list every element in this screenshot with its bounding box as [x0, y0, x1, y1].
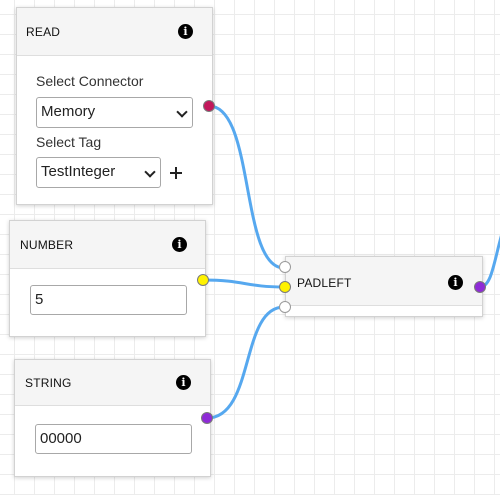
- string-node[interactable]: STRING i 00000: [14, 359, 211, 477]
- padleft-output-port[interactable]: [474, 281, 486, 293]
- number-input[interactable]: 5: [30, 285, 187, 315]
- wire-read-to-padleft[interactable]: [207, 104, 286, 270]
- wire-string-to-padleft[interactable]: [205, 305, 286, 420]
- connector-select[interactable]: Memory: [36, 97, 193, 128]
- select-tag-label: Select Tag: [36, 134, 102, 150]
- info-icon[interactable]: i: [172, 237, 187, 252]
- number-node-header[interactable]: NUMBER i: [10, 221, 205, 269]
- node-title: NUMBER: [20, 238, 74, 252]
- chevron-down-icon: [144, 166, 156, 178]
- read-node-header[interactable]: READ i: [17, 8, 212, 56]
- select-connector-label: Select Connector: [36, 73, 144, 89]
- read-node[interactable]: READ i Select Connector Memory Select Ta…: [16, 7, 213, 205]
- info-icon[interactable]: i: [178, 24, 193, 39]
- padleft-node[interactable]: PADLEFT i: [285, 256, 483, 317]
- tag-select[interactable]: TestInteger: [36, 157, 161, 188]
- padleft-input-port-1[interactable]: [279, 261, 291, 273]
- wire-padleft-out[interactable]: [478, 230, 500, 289]
- plus-icon[interactable]: [169, 166, 183, 180]
- number-node[interactable]: NUMBER i 5: [9, 220, 206, 337]
- number-output-port[interactable]: [197, 274, 209, 286]
- info-icon[interactable]: i: [176, 375, 191, 390]
- connector-select-value: Memory: [41, 103, 96, 120]
- string-input[interactable]: 00000: [35, 424, 192, 454]
- padleft-input-port-3[interactable]: [279, 301, 291, 313]
- padleft-node-header[interactable]: PADLEFT i: [286, 257, 482, 306]
- node-title: READ: [26, 25, 61, 39]
- number-input-value: 5: [35, 291, 44, 308]
- node-title: STRING: [25, 376, 72, 390]
- read-output-port[interactable]: [203, 100, 215, 112]
- node-title: PADLEFT: [297, 276, 352, 290]
- tag-select-value: TestInteger: [41, 163, 116, 180]
- info-icon[interactable]: i: [448, 275, 463, 290]
- string-input-value: 00000: [40, 430, 82, 447]
- string-node-header[interactable]: STRING i: [15, 360, 210, 406]
- string-output-port[interactable]: [201, 412, 213, 424]
- chevron-down-icon: [176, 106, 188, 118]
- padleft-input-port-2[interactable]: [279, 281, 291, 293]
- wire-number-to-padleft[interactable]: [201, 278, 286, 289]
